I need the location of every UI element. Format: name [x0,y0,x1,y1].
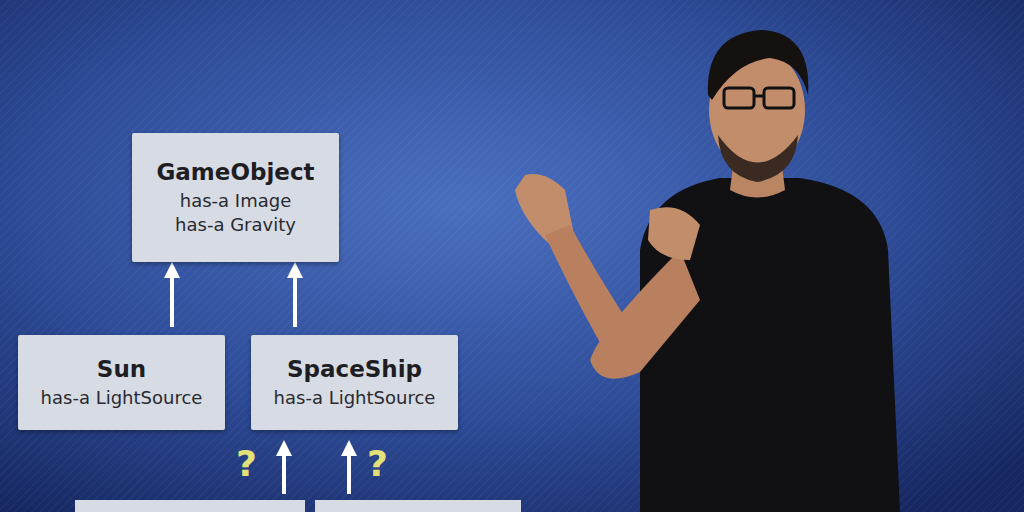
class-box: GameObjecthas-a Imagehas-a Gravity [132,133,339,262]
presenter [515,30,900,512]
class-name: SpaceShip [287,355,422,384]
class-box: Sunhas-a LightSource [18,335,225,430]
cut-off-box [75,500,305,512]
class-box: SpaceShiphas-a LightSource [251,335,458,430]
beard [718,135,798,182]
inherit-arrow [282,448,286,494]
glasses [754,95,764,98]
inherit-arrow [347,448,351,494]
question-mark: ? [236,446,257,482]
glasses [724,88,754,108]
member-line: has-a LightSource [41,386,203,410]
class-name: GameObject [156,158,314,187]
member-line: has-a Image [180,189,291,213]
hand [648,207,700,260]
forearm [545,225,640,360]
t-shirt [640,178,900,512]
question-mark: ? [367,446,388,482]
member-line: has-a LightSource [274,386,436,410]
inheritance-arrow [170,270,174,327]
glasses [764,88,794,108]
class-name: Sun [97,355,146,384]
member-line: has-a Gravity [175,213,296,237]
inheritance-arrow [293,270,297,327]
cut-off-box [315,500,521,512]
